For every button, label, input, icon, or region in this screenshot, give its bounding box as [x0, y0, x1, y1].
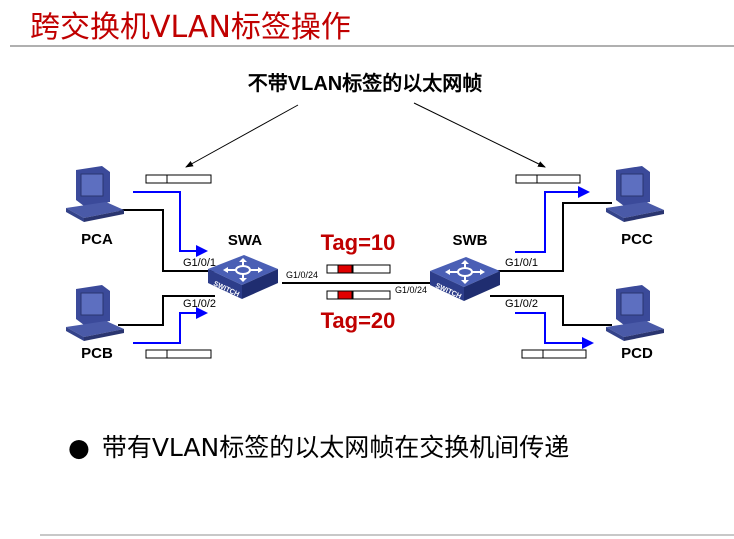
pointer-arrow-left	[185, 104, 299, 168]
untagged-frame-label: 不带VLAN标签的以太网帧	[248, 71, 482, 95]
pc-a-icon[interactable]	[65, 165, 125, 223]
pc-c-icon[interactable]	[605, 165, 665, 223]
bullet-text: 带有VLAN标签的以太网帧在交换机间传递	[101, 433, 570, 462]
switch-a-icon[interactable]	[207, 254, 279, 300]
title-divider	[10, 45, 734, 47]
pc-a-label: PCA	[81, 231, 113, 248]
port-label: G1/0/2	[505, 298, 538, 310]
bullet-point: ●带有VLAN标签的以太网帧在交换机间传递	[68, 433, 570, 462]
pc-d-label: PCD	[621, 345, 653, 362]
page-title: 跨交换机VLAN标签操作	[30, 10, 351, 45]
tagged-frames	[326, 264, 391, 300]
bottom-divider	[40, 534, 734, 536]
pc-d-icon[interactable]	[605, 284, 665, 342]
pointer-arrow-right	[413, 102, 546, 168]
pc-b-label: PCB	[81, 345, 113, 362]
pc-c-label: PCC	[621, 231, 653, 248]
switch-b-icon[interactable]	[429, 256, 501, 302]
port-label: G1/0/1	[183, 257, 216, 269]
port-label: G1/0/1	[505, 257, 538, 269]
flow-arrows	[133, 186, 594, 349]
switch-a-label: SWA	[228, 232, 262, 249]
cables	[118, 202, 612, 326]
pc-b-icon[interactable]	[65, 284, 125, 342]
tag-10-label: Tag=10	[321, 230, 396, 255]
tag-20-label: Tag=20	[321, 308, 396, 333]
port-label: G1/0/24	[286, 270, 318, 280]
port-label: G1/0/24	[395, 285, 427, 295]
untagged-frames	[145, 174, 587, 359]
port-label: G1/0/2	[183, 298, 216, 310]
switch-b-label: SWB	[453, 232, 488, 249]
